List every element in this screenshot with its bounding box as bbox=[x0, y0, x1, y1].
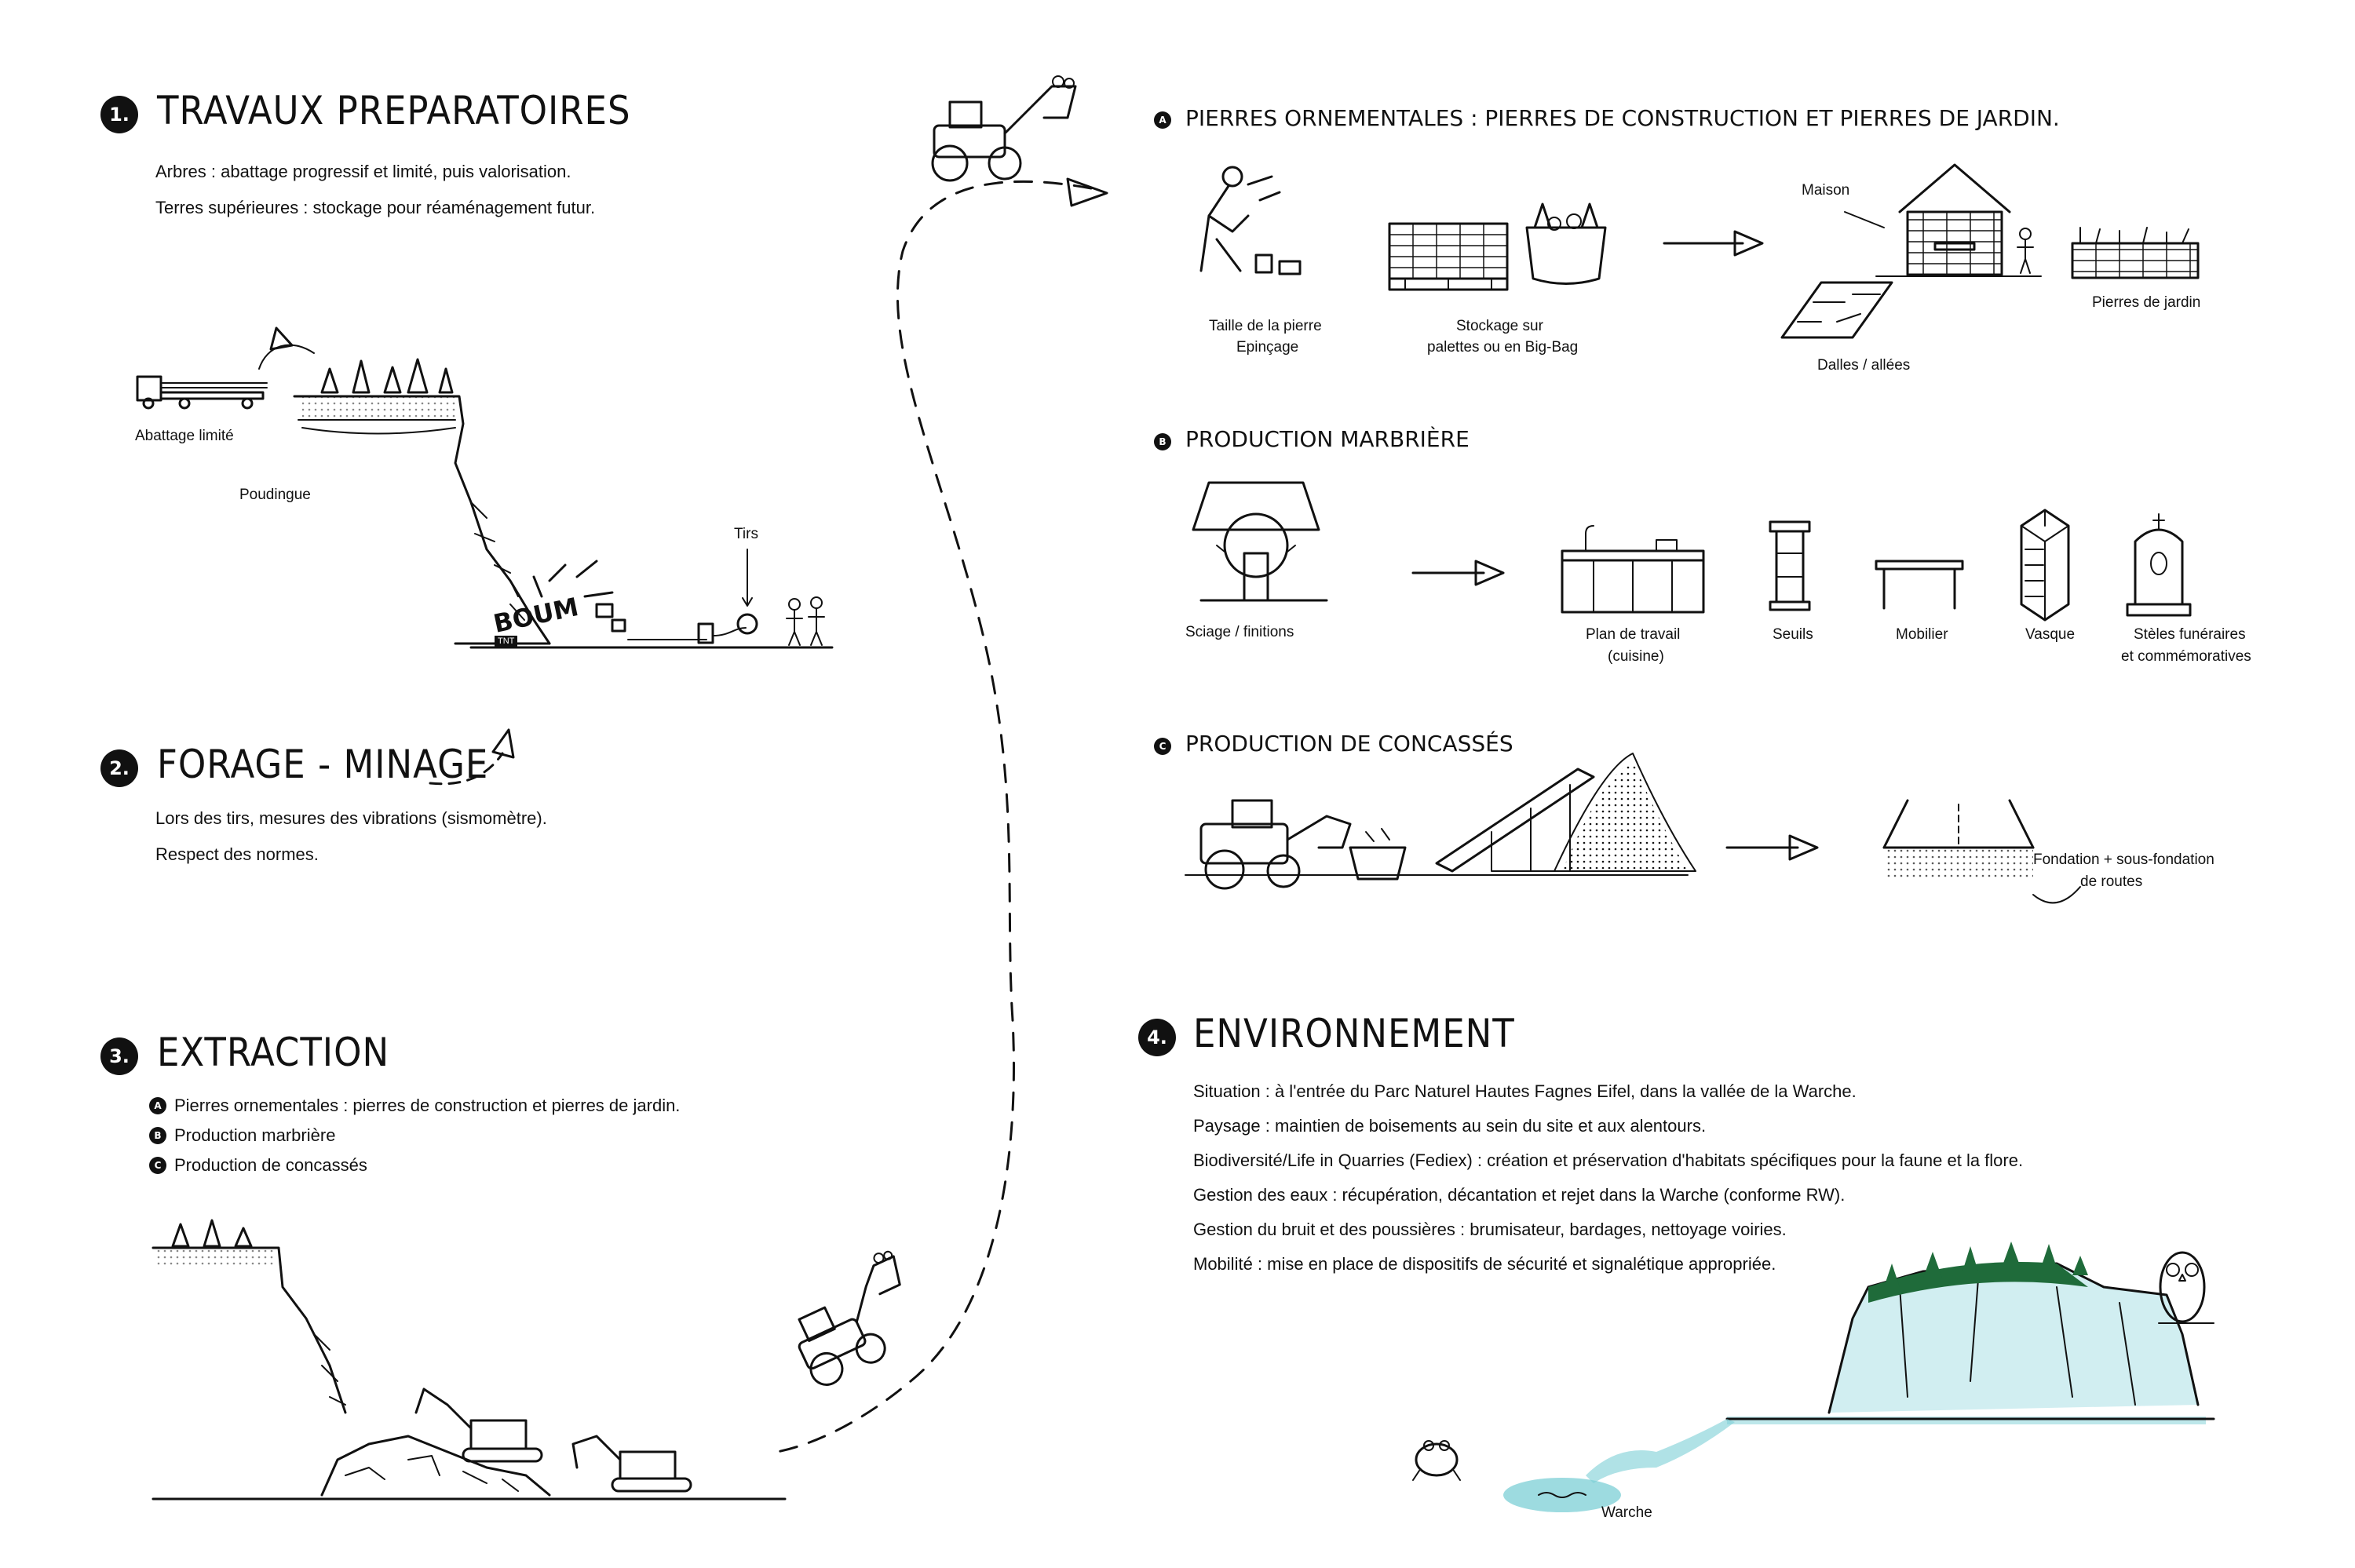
loader-bottom-icon bbox=[798, 1250, 901, 1386]
conveyor-icon bbox=[1435, 768, 1595, 873]
label-mobilier: Mobilier bbox=[1896, 626, 1948, 643]
fondation-arrow bbox=[2032, 886, 2081, 904]
section-2-line-1: Lors des tirs, mesures des vibrations (s… bbox=[155, 808, 547, 828]
label-tnt: TNT bbox=[495, 636, 518, 647]
pallet-stack-icon bbox=[1388, 222, 1509, 291]
section-3-title: EXTRACTION bbox=[157, 1030, 390, 1075]
label-sciage: Sciage / finitions bbox=[1185, 624, 1294, 640]
section-3-item-a-badge: A bbox=[149, 1097, 166, 1114]
person-icon bbox=[2017, 228, 2034, 274]
gravel-pile bbox=[1554, 753, 1696, 872]
loader-top-icon bbox=[931, 75, 1077, 182]
label-fondation-2: de routes bbox=[2080, 873, 2143, 890]
owl-icon bbox=[2158, 1251, 2214, 1324]
section-4-line-1: Situation : à l'entrée du Parc Naturel H… bbox=[1193, 1081, 1857, 1101]
rubble-pile bbox=[320, 1435, 551, 1497]
section-b-badge: B bbox=[1154, 433, 1171, 450]
label-warche: Warche bbox=[1601, 1504, 1652, 1521]
frog-icon bbox=[1412, 1440, 1461, 1481]
section2-arrow bbox=[429, 752, 504, 786]
arrow-a-icon bbox=[1663, 230, 1764, 257]
label-poudingue: Poudingue bbox=[239, 487, 311, 503]
section-3-item-b-badge: B bbox=[149, 1127, 166, 1144]
section-2-badge: 2. bbox=[100, 749, 138, 787]
section-c-badge: C bbox=[1154, 738, 1171, 755]
door-sill-icon bbox=[1769, 520, 1811, 611]
section-2-line-2: Respect des normes. bbox=[155, 844, 319, 864]
truck-icon bbox=[136, 375, 268, 410]
loader-c-icon bbox=[1199, 799, 1352, 890]
kitchen-icon bbox=[1561, 525, 1705, 614]
label-jardin: Pierres de jardin bbox=[2092, 294, 2201, 311]
section-4-line-5: Gestion du bruit et des poussières : bru… bbox=[1193, 1220, 1787, 1239]
label-vasque: Vasque bbox=[2025, 626, 2076, 643]
label-steles-2: et commémoratives bbox=[2121, 648, 2251, 665]
section-a-badge: A bbox=[1154, 111, 1171, 129]
sink-icon bbox=[2020, 509, 2070, 622]
environment-cliff bbox=[1725, 1242, 2215, 1424]
label-plan-2: (cuisine) bbox=[1608, 648, 1664, 665]
section-3-item-c-badge: C bbox=[149, 1157, 166, 1174]
label-taille-1: Taille de la pierre bbox=[1209, 318, 1322, 334]
label-maison: Maison bbox=[1802, 182, 1850, 199]
section-3-badge: 3. bbox=[100, 1037, 138, 1075]
label-steles-1: Stèles funéraires bbox=[2134, 626, 2246, 643]
section-3-item-b: Production marbrière bbox=[174, 1125, 336, 1145]
crusher-icon bbox=[1349, 828, 1407, 881]
section-4-line-6: Mobilité : mise en place de dispositifs … bbox=[1193, 1254, 1776, 1274]
garden-stone-icon bbox=[2071, 227, 2200, 279]
section-4-line-3: Biodiversité/Life in Quarries (Fediex) :… bbox=[1193, 1150, 2024, 1170]
section-4-title: ENVIRONNEMENT bbox=[1193, 1011, 1515, 1056]
label-stockage-1: Stockage sur bbox=[1456, 318, 1543, 334]
section-2-title: FORAGE - MINAGE bbox=[157, 742, 489, 787]
arrow-head-trajectory-icon bbox=[1066, 177, 1108, 207]
section-1-badge: 1. bbox=[100, 96, 138, 133]
section-a-title: PIERRES ORNEMENTALES : PIERRES DE CONSTR… bbox=[1185, 105, 2060, 131]
stone-cutter-icon bbox=[1199, 166, 1302, 275]
road-section-icon bbox=[1882, 799, 2035, 879]
maison-pointer bbox=[1844, 211, 1885, 228]
section-3-item-a: Pierres ornementales : pierres de constr… bbox=[174, 1096, 681, 1115]
saw-machine-icon bbox=[1192, 481, 1328, 602]
tree-arrow-icon bbox=[269, 326, 294, 351]
label-seuils: Seuils bbox=[1773, 626, 1813, 643]
cliff-3-drawing bbox=[152, 1219, 347, 1414]
water-stream bbox=[1503, 1419, 1735, 1512]
cliff-1-drawing bbox=[293, 358, 834, 649]
label-plan-1: Plan de travail bbox=[1586, 626, 1681, 643]
dashed-trajectory bbox=[776, 180, 1093, 1453]
table-icon bbox=[1875, 560, 1964, 610]
section-4-line-4: Gestion des eaux : récupération, décanta… bbox=[1193, 1185, 1846, 1205]
stele-icon bbox=[2126, 513, 2192, 617]
section-4-line-2: Paysage : maintien de boisements au sein… bbox=[1193, 1116, 1707, 1136]
label-dalles: Dalles / allées bbox=[1817, 357, 1911, 374]
section-1-line-1: Arbres : abattage progressif et limité, … bbox=[155, 162, 571, 181]
arrow-b-icon bbox=[1411, 560, 1505, 586]
section-1-title: TRAVAUX PREPARATOIRES bbox=[157, 88, 631, 133]
label-tirs: Tirs bbox=[734, 526, 758, 542]
section-c-title: PRODUCTION DE CONCASSÉS bbox=[1185, 731, 1513, 757]
paving-icon bbox=[1780, 281, 1893, 339]
section-3-item-c: Production de concassés bbox=[174, 1155, 367, 1175]
label-stockage-2: palettes ou en Big-Bag bbox=[1427, 339, 1579, 356]
excavator-2-icon bbox=[571, 1435, 692, 1493]
excavator-1-icon bbox=[414, 1387, 543, 1463]
explosion-icon bbox=[532, 560, 626, 633]
curved-arrow-icon bbox=[258, 344, 315, 370]
arrow-c-icon bbox=[1725, 834, 1819, 861]
label-fondation-1: Fondation + sous-fondation bbox=[2033, 851, 2214, 868]
label-taille-2: Epinçage bbox=[1236, 339, 1299, 356]
label-abattage: Abattage limité bbox=[135, 428, 234, 444]
section-1-line-2: Terres supérieures : stockage pour réamé… bbox=[155, 198, 596, 217]
section2-arrow-head-icon bbox=[491, 728, 515, 759]
section-4-badge: 4. bbox=[1138, 1019, 1176, 1056]
big-bag-icon bbox=[1525, 202, 1607, 285]
people-icon bbox=[786, 596, 825, 646]
detonator-icon bbox=[627, 549, 758, 644]
section-b-title: PRODUCTION MARBRIÈRE bbox=[1185, 426, 1470, 452]
house-icon bbox=[1898, 163, 2011, 276]
